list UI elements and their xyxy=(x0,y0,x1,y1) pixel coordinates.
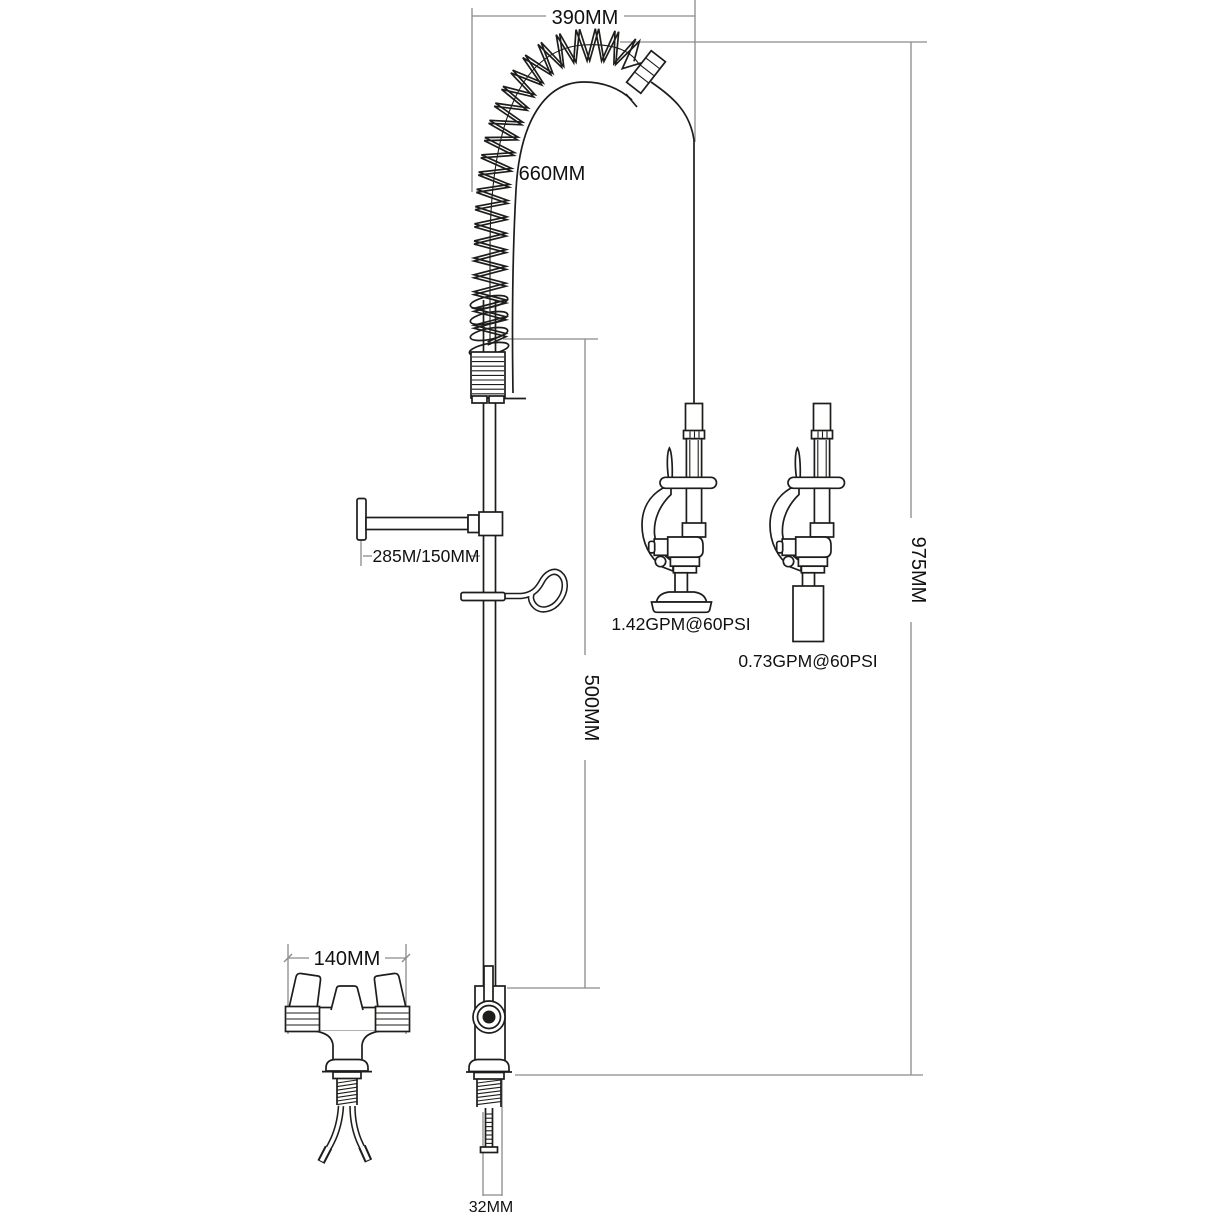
riser-shank-threads xyxy=(476,1079,502,1107)
faucet-handle-right xyxy=(373,972,408,1009)
spray-valve xyxy=(641,402,718,614)
label-top-width: 390MM xyxy=(552,7,619,29)
bracket-coupler xyxy=(467,514,480,534)
label-riser-height: 500MM xyxy=(580,675,602,742)
riser-base-flange xyxy=(468,1058,510,1073)
label-nozzle-flow: 0.73GPM@60PSI xyxy=(738,651,877,671)
label-handle-width: 140MM xyxy=(314,948,381,970)
nozzle-valve-stem xyxy=(801,571,816,588)
assembly-drawing xyxy=(284,28,846,1164)
bracket-pipe-clamp xyxy=(478,511,504,537)
hook-mount-bar xyxy=(460,591,506,602)
faucet-body xyxy=(284,972,411,1164)
supply-hoses xyxy=(317,1105,373,1164)
bracket-wall-flange xyxy=(356,497,367,541)
faucet-shank-threads xyxy=(336,1079,358,1106)
hose-inner-curve xyxy=(504,81,638,400)
faucet-handle-left xyxy=(287,972,322,1009)
spray-valve-stem xyxy=(674,571,689,595)
riser-pipe xyxy=(482,300,497,986)
spring-grip xyxy=(470,351,506,404)
bracket-arm xyxy=(365,516,469,531)
nozzle-valve xyxy=(769,402,846,643)
labels: 390MM 660MM 975MM 500MM 285M/150MM 1.42G… xyxy=(314,7,929,1214)
riser-base-collar xyxy=(473,1071,505,1080)
label-spray-flow: 1.42GPM@60PSI xyxy=(611,614,750,634)
dim-140-tick-left xyxy=(283,953,293,963)
spray-face-plate xyxy=(650,601,713,614)
spray-hose xyxy=(650,81,695,404)
spray-face-dome xyxy=(655,591,708,603)
faucet-collar xyxy=(332,1071,362,1080)
dim-140-tick-right xyxy=(401,953,411,963)
label-shank-diameter: 32MM xyxy=(469,1199,513,1214)
label-overall-height: 975MM xyxy=(907,537,929,604)
dimension-lines xyxy=(283,0,927,1196)
hose-hook xyxy=(460,568,568,613)
inlet-body xyxy=(466,965,512,1154)
inlet-port-hole xyxy=(482,1010,496,1024)
inlet-inner-tube xyxy=(483,965,494,1003)
cylinder-nozzle xyxy=(792,585,825,643)
spring-end-ferrule xyxy=(625,49,667,95)
coil-spring xyxy=(470,28,667,346)
wall-bracket xyxy=(356,497,504,541)
faucet-flange xyxy=(325,1058,369,1072)
label-hose-length: 660MM xyxy=(519,163,586,185)
faucet-body-bar xyxy=(316,1006,379,1033)
label-bracket-reach: 285M/150MM xyxy=(373,546,480,566)
faucet-body-taper xyxy=(317,1030,378,1059)
faucet-center-post xyxy=(330,985,364,1011)
rod-end-cap xyxy=(479,1146,499,1154)
mounting-rod xyxy=(479,1108,499,1154)
inlet-port-ring xyxy=(476,1004,502,1030)
